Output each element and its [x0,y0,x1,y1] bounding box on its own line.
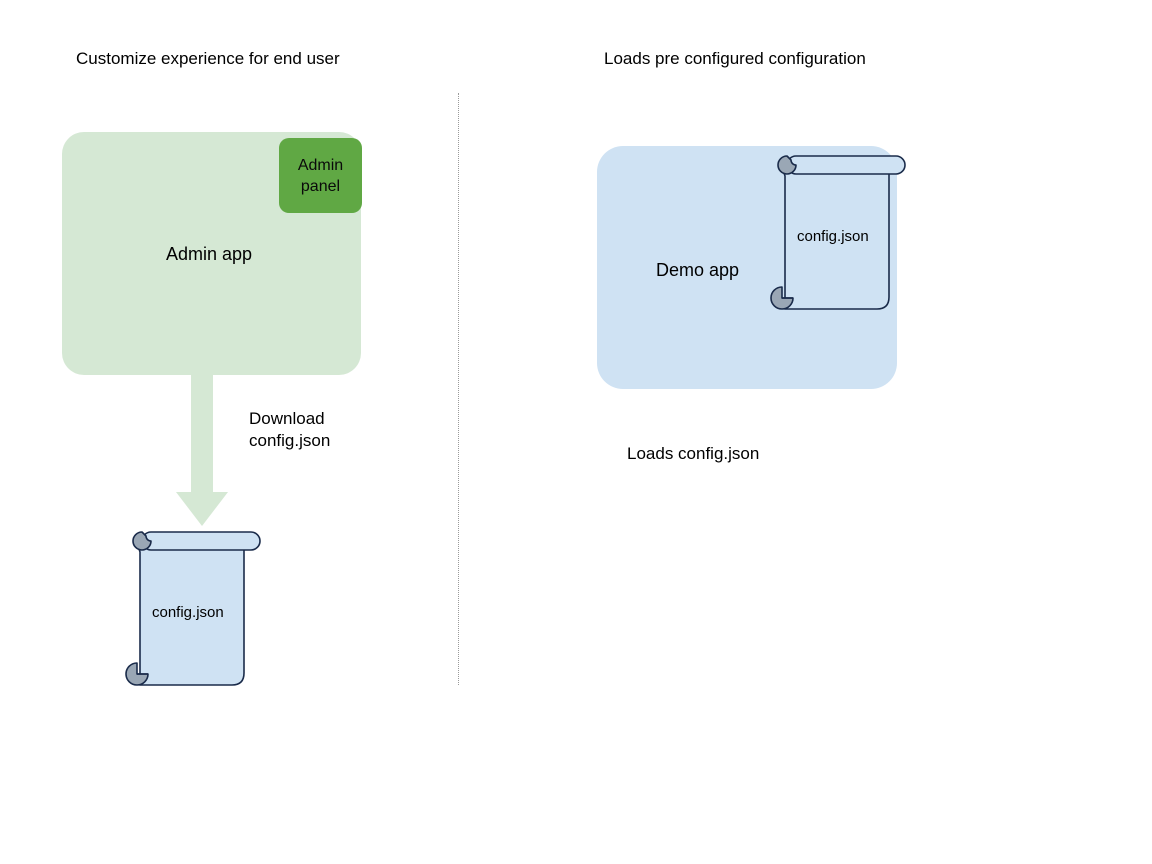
section-heading-left: Customize experience for end user [76,49,340,68]
loads-config-caption: Loads config.json [627,444,760,463]
admin-panel-box[interactable]: Admin panel [279,138,362,213]
config-json-document-left-label: config.json [152,604,224,621]
admin-app-label: Admin app [166,244,253,264]
config-json-document-right-label: config.json [797,228,869,245]
config-json-document-right[interactable] [765,152,915,317]
admin-panel-label: Admin panel [297,156,344,195]
section-heading-right: Loads pre configured configuration [604,49,866,68]
demo-app-label: Demo app [656,260,740,280]
download-arrow-icon [172,370,232,530]
config-json-document-left[interactable] [120,528,270,693]
section-divider [458,93,459,685]
download-arrow-label: Download config.json [249,409,331,450]
